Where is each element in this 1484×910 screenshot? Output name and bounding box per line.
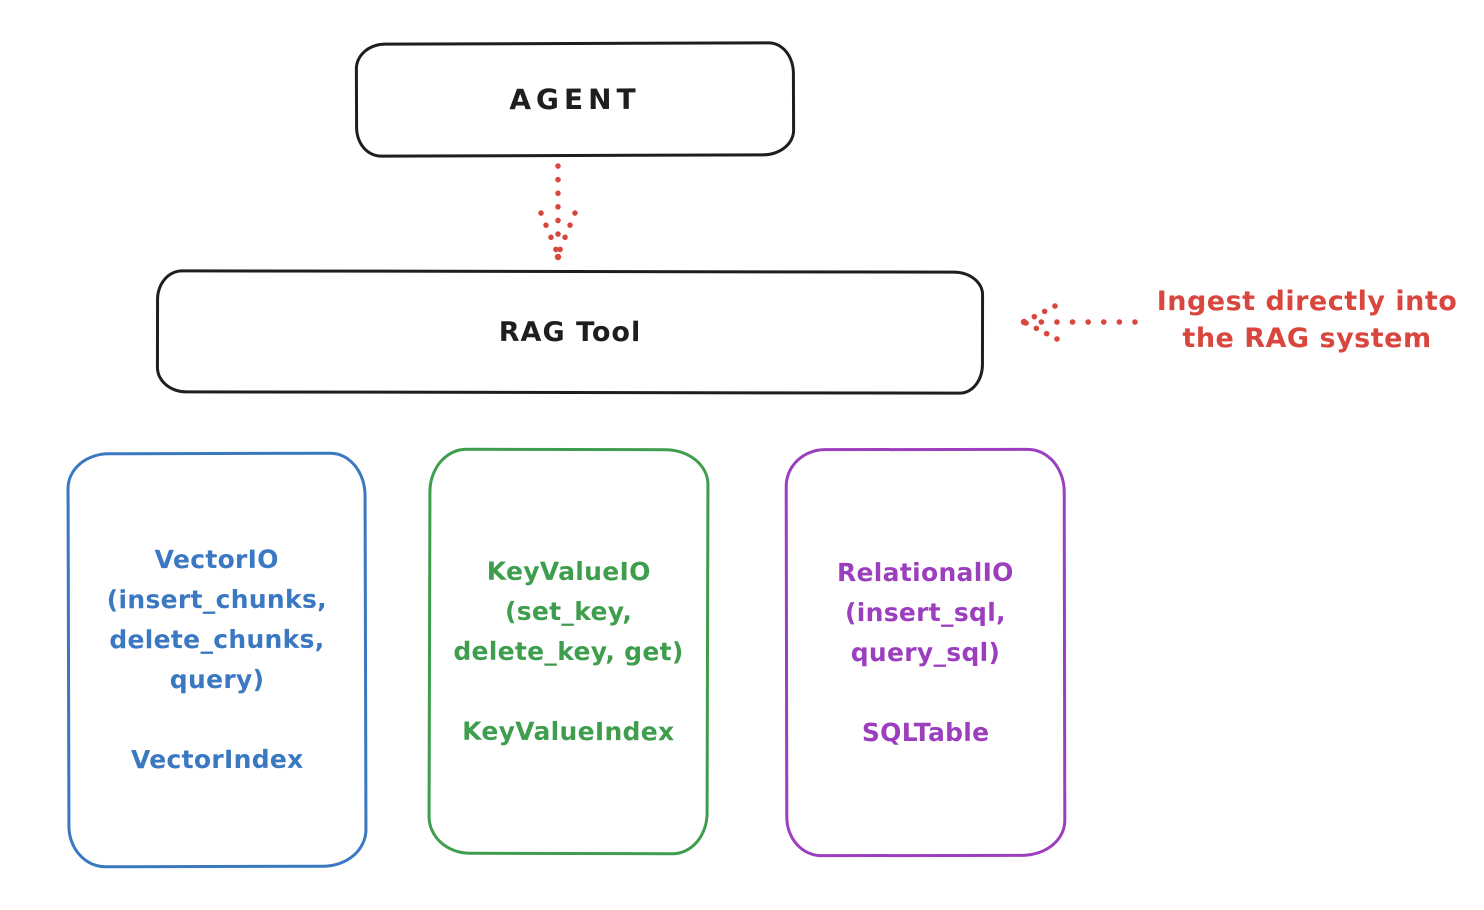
sql-table-label: SQLTable: [861, 717, 990, 747]
ingest-annotation: Ingest directly into the RAG system: [1156, 286, 1458, 354]
agent-to-ragtool-arrow-icon: [527, 161, 589, 263]
relational-io-label: RelationalIO (insert_sql, query_sql): [836, 557, 1014, 667]
vector-io-node: VectorIO (insert_chunks, delete_chunks, …: [66, 451, 368, 869]
relational-io-node: RelationalIO (insert_sql, query_sql) SQL…: [784, 447, 1067, 858]
agent-label: AGENT: [509, 82, 641, 117]
vector-index-label: VectorIndex: [130, 744, 304, 775]
agent-node: AGENT: [354, 41, 796, 158]
rag-tool-label: RAG Tool: [498, 316, 642, 348]
keyvalue-index-label: KeyValueIndex: [462, 716, 675, 746]
vector-io-label: VectorIO (insert_chunks, delete_chunks, …: [106, 544, 327, 695]
keyvalue-io-node: KeyValueIO (set_key, delete_key, get) Ke…: [427, 447, 710, 856]
rag-tool-node: RAG Tool: [155, 269, 985, 395]
ingest-arrow-icon: [1015, 300, 1143, 346]
keyvalue-io-label: KeyValueIO (set_key, delete_key, get): [453, 556, 684, 666]
